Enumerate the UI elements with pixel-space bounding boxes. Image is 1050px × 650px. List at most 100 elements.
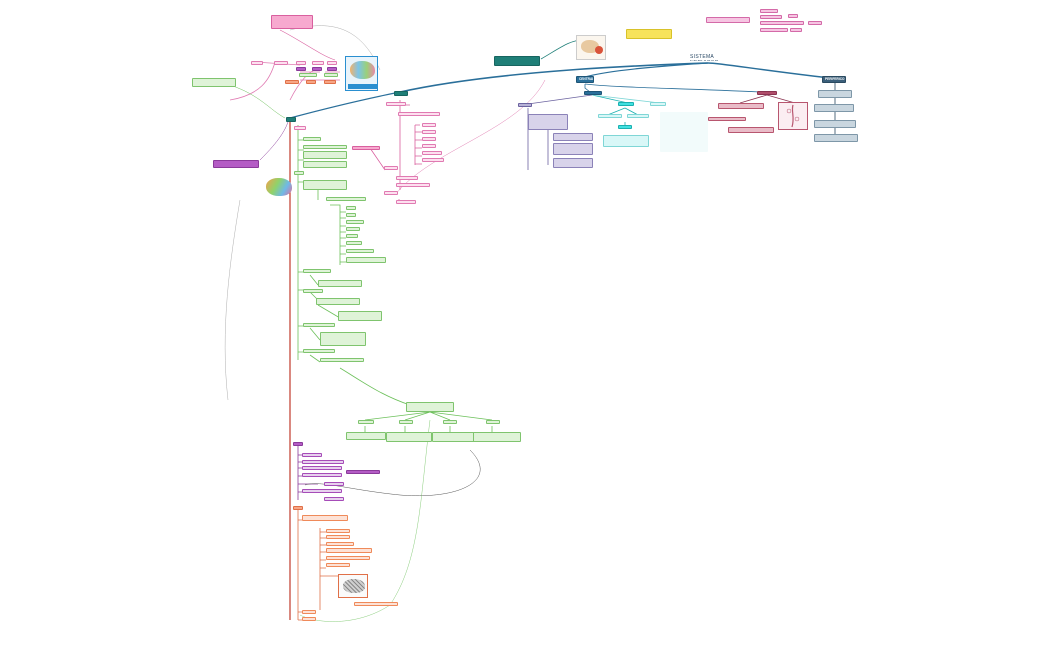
orange-header[interactable] xyxy=(293,506,303,510)
pink-node xyxy=(327,61,337,65)
green-node xyxy=(303,349,335,353)
green-note xyxy=(192,78,236,87)
green-text-block xyxy=(346,432,386,440)
lavender-header[interactable] xyxy=(518,103,532,107)
green-node xyxy=(324,73,338,77)
rose-node xyxy=(708,117,746,121)
purple-node xyxy=(302,473,342,477)
green-node xyxy=(358,420,374,424)
brain-lobes-image xyxy=(345,56,378,91)
green-node xyxy=(346,249,374,253)
green-node xyxy=(303,323,335,327)
violet-node xyxy=(327,67,337,71)
green-node xyxy=(346,227,360,231)
cyan-header[interactable] xyxy=(618,102,634,106)
rose-header[interactable] xyxy=(757,91,777,95)
pink-node xyxy=(422,130,436,134)
green-node xyxy=(294,171,304,175)
green-node xyxy=(346,206,356,210)
pink-node xyxy=(396,176,418,180)
pink-node xyxy=(296,61,306,65)
magenta-node xyxy=(760,21,804,25)
salmon-node xyxy=(324,80,336,84)
orange-node xyxy=(354,602,398,606)
orange-node xyxy=(326,556,370,560)
purple-node xyxy=(346,470,380,474)
cyan-label xyxy=(650,102,666,106)
green-node xyxy=(303,137,321,141)
salmon-node xyxy=(306,80,316,84)
purple-header[interactable] xyxy=(293,442,303,446)
green-node xyxy=(399,420,413,424)
purple-node xyxy=(302,460,344,464)
purple-node xyxy=(324,482,344,486)
green-node xyxy=(443,420,457,424)
green-node xyxy=(346,220,364,224)
violet-node xyxy=(312,67,322,71)
diagram-title: SISTEMA NERVIOSO xyxy=(690,54,718,61)
pink-note xyxy=(271,15,313,29)
rose-node xyxy=(728,127,774,133)
branch-periferico[interactable]: PERIFERICO xyxy=(822,76,846,83)
green-node xyxy=(316,298,360,305)
orange-node xyxy=(326,548,372,553)
green-text-block xyxy=(303,180,347,190)
periferico-node xyxy=(814,120,856,128)
pink-node xyxy=(386,102,406,106)
orange-node xyxy=(302,515,348,521)
green-node xyxy=(320,358,364,362)
green-text-block xyxy=(320,332,366,346)
purple-node xyxy=(302,489,342,493)
pink-node xyxy=(384,191,398,195)
cyan-node xyxy=(618,125,632,129)
brain-colored-image xyxy=(264,176,294,202)
lavender-text-block xyxy=(553,158,593,168)
pink-node xyxy=(422,158,444,162)
lavender-text-block xyxy=(528,114,568,130)
magenta-node xyxy=(706,17,750,23)
purple-node xyxy=(302,466,342,470)
rose-node xyxy=(718,103,764,109)
green-node xyxy=(346,241,362,245)
pink-node xyxy=(422,151,442,155)
yellow-note xyxy=(626,29,672,39)
orange-node xyxy=(302,617,316,621)
green-node xyxy=(303,289,323,293)
purple-node xyxy=(302,453,322,457)
periferico-node xyxy=(818,90,852,98)
pink-node xyxy=(352,146,380,150)
magenta-node xyxy=(808,21,822,25)
orange-node xyxy=(326,542,354,546)
pink-node xyxy=(422,144,436,148)
lavender-text-block xyxy=(553,143,593,155)
teal-note xyxy=(494,56,540,66)
magenta-node xyxy=(760,28,788,32)
branch-central[interactable]: CENTRAL xyxy=(576,76,594,83)
green-node xyxy=(486,420,500,424)
pink-node xyxy=(251,61,263,65)
spinal-cord-image xyxy=(778,102,808,130)
orange-node xyxy=(326,529,350,533)
green-node xyxy=(346,234,358,238)
orange-node xyxy=(326,535,350,539)
magenta-node xyxy=(788,14,798,18)
pink-node xyxy=(294,126,306,130)
green-node xyxy=(303,161,347,168)
pink-node xyxy=(396,200,416,204)
teal-hub[interactable] xyxy=(394,91,408,96)
green-node xyxy=(318,280,362,287)
orange-node xyxy=(326,563,350,567)
brain-diagram-image xyxy=(576,35,606,60)
green-node xyxy=(303,145,347,149)
teal-hub[interactable] xyxy=(286,117,296,122)
pink-node xyxy=(384,166,398,170)
periferico-node xyxy=(814,134,858,142)
green-text-block xyxy=(406,402,454,412)
periferico-node xyxy=(814,104,854,112)
central-subnode[interactable] xyxy=(584,91,602,95)
pink-node xyxy=(398,112,440,116)
cyan-text-block xyxy=(603,135,649,147)
pink-node xyxy=(422,123,436,127)
